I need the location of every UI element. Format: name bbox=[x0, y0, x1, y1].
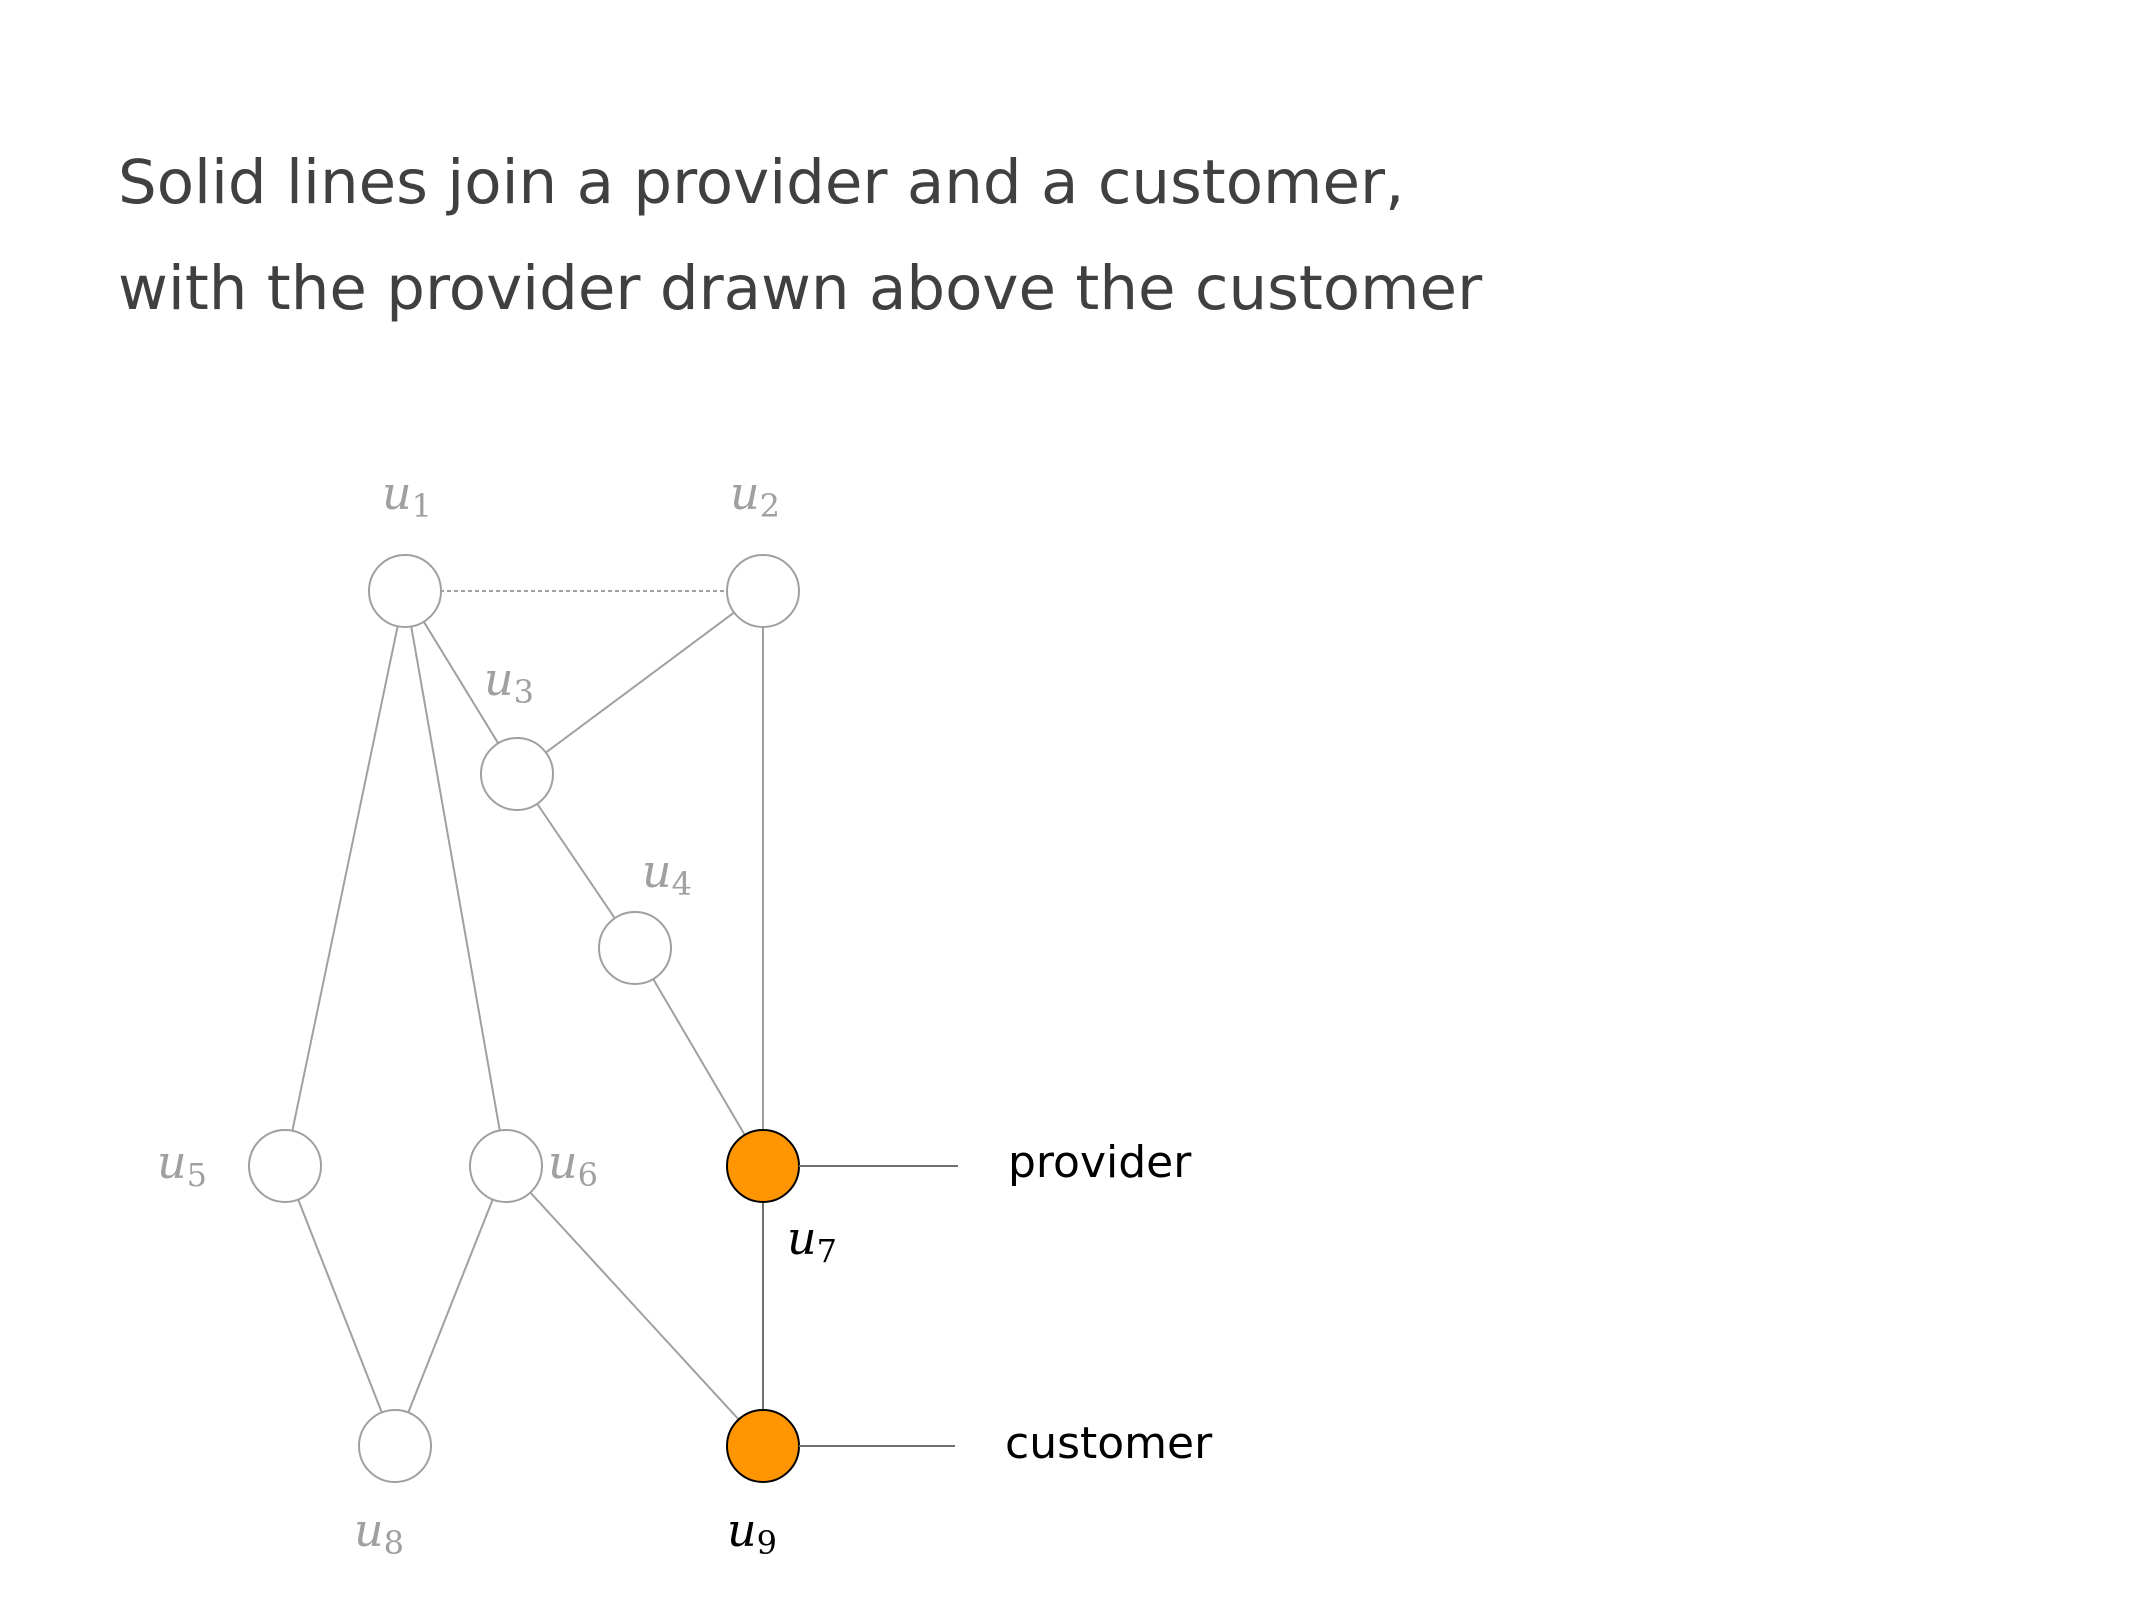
node-u2 bbox=[726, 554, 800, 628]
node-label-u6: u6 bbox=[548, 1135, 598, 1194]
node-u4 bbox=[598, 911, 672, 985]
node-u8 bbox=[358, 1409, 432, 1483]
node-label-u4: u4 bbox=[642, 844, 692, 903]
node-label-u8: u8 bbox=[354, 1503, 404, 1562]
edge-u6-u8 bbox=[394, 1165, 507, 1447]
node-u9 bbox=[726, 1409, 800, 1483]
node-u5 bbox=[248, 1129, 322, 1203]
node-u3 bbox=[480, 737, 554, 811]
provider-label: provider bbox=[1008, 1137, 1192, 1188]
customer-label: customer bbox=[1005, 1418, 1213, 1469]
node-label-u5: u5 bbox=[157, 1135, 207, 1194]
edge-u6-u9 bbox=[505, 1165, 764, 1447]
edge-u1-u5 bbox=[284, 590, 406, 1167]
node-label-u1: u1 bbox=[382, 466, 432, 525]
edge-u1-u6 bbox=[404, 590, 507, 1167]
node-u7 bbox=[726, 1129, 800, 1203]
edge-u5-u8 bbox=[284, 1165, 396, 1447]
caption-line-2: with the provider drawn above the custom… bbox=[118, 253, 1483, 324]
edge-u2-u3 bbox=[516, 590, 764, 775]
node-label-u7: u7 bbox=[787, 1211, 837, 1270]
node-u1 bbox=[368, 554, 442, 628]
node-label-u3: u3 bbox=[484, 652, 534, 711]
node-u6 bbox=[469, 1129, 543, 1203]
node-label-u9: u9 bbox=[727, 1503, 777, 1562]
caption-line-1: Solid lines join a provider and a custom… bbox=[118, 147, 1405, 218]
node-label-u2: u2 bbox=[730, 466, 780, 525]
diagram-caption: Solid lines join a provider and a custom… bbox=[118, 130, 1482, 342]
edge-u4-u7 bbox=[634, 947, 764, 1167]
